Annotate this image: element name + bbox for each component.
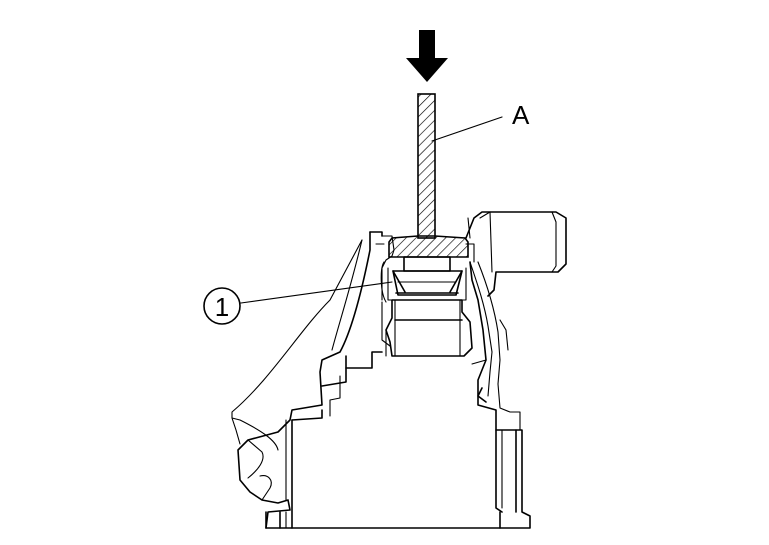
bearing-1 — [380, 256, 467, 303]
drift-tool-a — [388, 93, 469, 258]
label-a: A — [512, 100, 530, 130]
leader-line-1 — [240, 281, 393, 304]
transmission-case — [231, 231, 531, 529]
label-1: 1 — [215, 292, 229, 322]
leader-line-a — [431, 116, 503, 142]
callout-1: 1 — [203, 287, 241, 325]
case-boss — [465, 211, 567, 297]
press-direction-arrow-icon — [406, 30, 448, 82]
